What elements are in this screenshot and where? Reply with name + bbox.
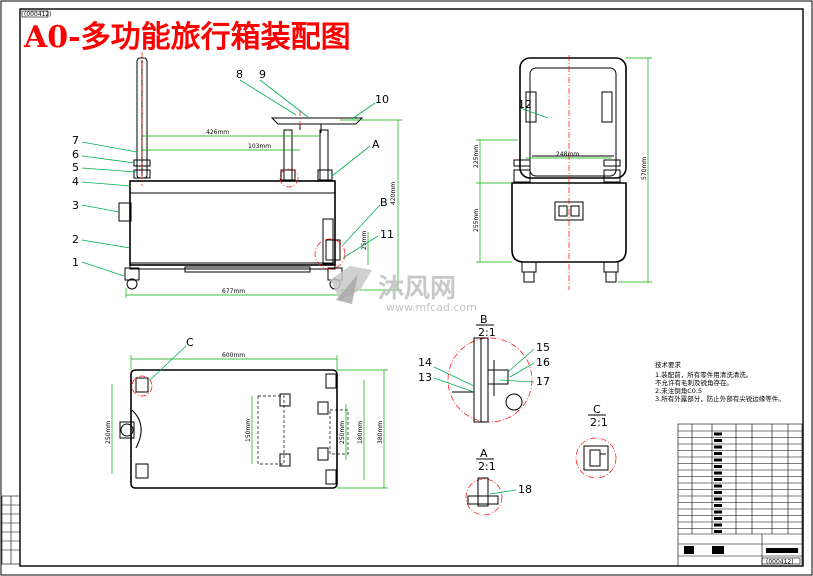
notes-heading: 技术要求 (655, 360, 682, 369)
dim-plan-right1: 180mm (357, 421, 364, 444)
parts-list-cell-mark (714, 471, 722, 475)
detail-b-marker (314, 238, 346, 270)
technical-notes: 技术要求 1.装配前，所有零件用清洗清洗。 不允许有毛刺及锐角存在。 2.未注倒… (655, 360, 785, 403)
detail-a-marker (279, 168, 299, 188)
dim-front-mid-width: 103mm (248, 143, 271, 150)
balloon-14: 14 (418, 356, 432, 369)
parts-list-cell-mark (714, 504, 722, 507)
dim-plan-left: 250mm (105, 421, 112, 444)
dim-side-lower: 255mm (473, 209, 480, 232)
left-edge-table (1, 495, 21, 565)
parts-list-cell-mark (714, 491, 722, 494)
dim-plan-width: 600mm (222, 352, 245, 359)
balloon-15: 15 (536, 341, 550, 354)
label-c-marker: C (186, 336, 194, 349)
corner-tag: (000412) (24, 11, 52, 18)
corner-tag-box (21, 10, 49, 18)
dim-side-top: 248mm (556, 151, 579, 158)
balloon-7: 7 (72, 134, 79, 147)
notes-line-3: 2.未注倒角C0.5 (655, 386, 702, 395)
parts-list-cell-mark (714, 530, 722, 533)
balloon-4: 4 (72, 175, 79, 188)
parts-list-cell-mark (714, 439, 722, 442)
dim-front-top-width: 426mm (206, 129, 229, 136)
label-a-marker: A (372, 138, 380, 151)
balloon-10: 10 (375, 93, 389, 106)
dim-front-height: 420mm (390, 182, 397, 205)
balloon-18: 18 (518, 483, 532, 496)
parts-list-cell-mark (714, 432, 722, 436)
detail-b-scale: 2:1 (478, 326, 496, 339)
detail-a-scale: 2:1 (478, 460, 496, 473)
notes-line-4: 3.所有外露部分，防止外部有尖锐边缘等件。 (655, 394, 785, 403)
detail-a-label: A (480, 447, 488, 460)
parts-list-cell-mark (714, 445, 722, 449)
top-tray (270, 117, 364, 125)
label-b-marker: B (380, 196, 388, 209)
dim-plan-inner: 150mm (245, 419, 252, 442)
dim-front-small: 25mm (361, 231, 368, 250)
notes-line-2: 不允许有毛刺及锐角存在。 (655, 378, 733, 387)
dim-side-height: 570mm (641, 157, 648, 180)
balloon-12: 12 (518, 98, 532, 111)
parts-list-cell-mark (714, 452, 722, 455)
parts-list-cell-mark (714, 517, 722, 520)
balloon-5: 5 (72, 161, 79, 174)
detail-b-label: B (480, 313, 488, 326)
parts-list-cell-mark (714, 465, 722, 468)
balloon-13: 13 (418, 371, 432, 384)
watermark-brand: 沐风网 (378, 274, 456, 304)
detail-c-scale: 2:1 (590, 416, 608, 429)
notes-line-1: 1.装配前，所有零件用清洗清洗。 (655, 370, 752, 379)
detail-a: A 2:1 (465, 447, 517, 516)
balloon-17: 17 (536, 375, 550, 388)
dim-plan-right2: 380mm (377, 421, 384, 444)
detail-b: B 2:1 (433, 313, 535, 423)
front-view: 426mm 103mm 677mm 420mm 25mm (81, 52, 402, 298)
balloon-8: 8 (236, 68, 243, 81)
dim-plan-inner2: 250mm (339, 421, 346, 444)
watermark: 沐风网 www.mfcad.com (330, 266, 477, 314)
balloon-9: 9 (259, 68, 266, 81)
detail-c-label: C (593, 403, 601, 416)
parts-list-cell-mark (714, 497, 722, 501)
drawing-title: A0-多功能旅行箱装配图 (23, 20, 351, 55)
dim-side-upper: 225mm (473, 145, 480, 168)
watermark-url: www.mfcad.com (386, 301, 477, 314)
side-view: 248mm 570mm 225mm 255mm (473, 55, 652, 290)
case-body (129, 180, 336, 266)
parts-list-cell-mark (714, 523, 722, 527)
watermark-logo-icon (330, 266, 372, 304)
detail-c: C 2:1 (575, 403, 617, 479)
parts-list-cell-mark (714, 484, 722, 488)
parts-list (677, 423, 803, 567)
parts-list-cell-mark (714, 458, 722, 462)
parts-list-cell-mark (714, 510, 722, 514)
balloon-3: 3 (72, 199, 79, 212)
drawing-border (19, 8, 804, 567)
title-block-tag: (000412) (766, 559, 794, 566)
parts-list-cell-mark (714, 478, 722, 481)
plan-view: 600mm 250mm 150mm 250mm 180mm 380mm (105, 345, 388, 489)
balloon-16: 16 (536, 356, 550, 369)
balloon-1: 1 (72, 256, 79, 269)
balloon-6: 6 (72, 148, 79, 161)
balloon-11: 11 (380, 228, 394, 241)
balloon-2: 2 (72, 233, 79, 246)
dim-front-overall: 677mm (222, 288, 245, 295)
